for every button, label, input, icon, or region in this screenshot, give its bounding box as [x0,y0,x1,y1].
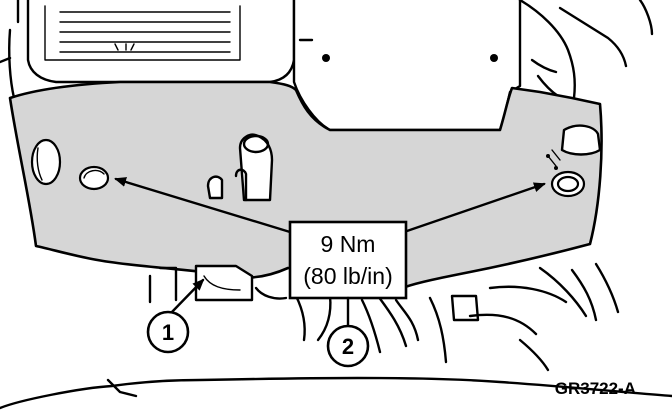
torque-spec-line2: (80 lb/in) [303,263,392,289]
torque-spec-line1: 9 Nm [321,231,376,257]
floor-contour [0,376,672,410]
callout-1: 1 [146,278,205,354]
callout-2: 2 [326,296,370,368]
torque-arrows [114,177,546,234]
center-console [292,0,522,132]
vent-louvres [44,5,241,61]
torque-spec-box: 9 Nm (80 lb/in) [288,220,408,300]
underdash-components [0,262,672,410]
arrow-left-bolt [114,177,292,234]
callout-number-2: 2 [342,334,354,359]
arrow-right-bolt [402,182,546,234]
figure-reference-code: GR3722-A [555,379,636,398]
left-slot [30,138,62,186]
knee-bolster-panel [8,80,603,289]
callout-number-1: 1 [162,320,174,345]
